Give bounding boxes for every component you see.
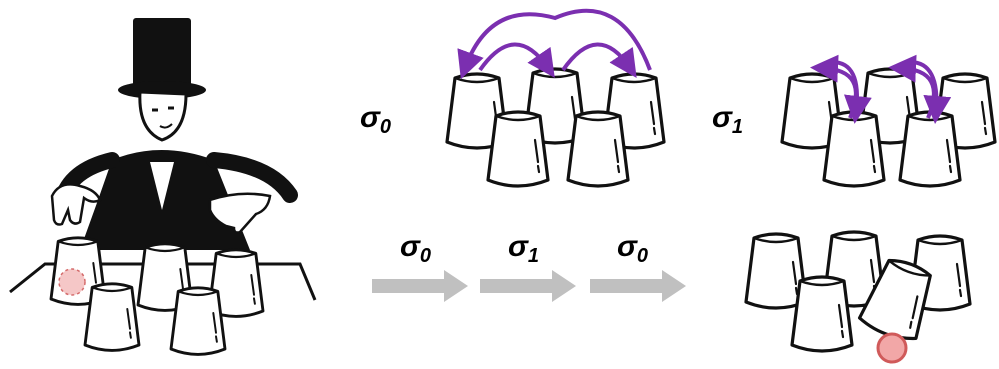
sigma0-label-top: σ0 bbox=[360, 101, 391, 138]
sequence-step-2-label: σ1 bbox=[508, 230, 539, 267]
sequence-arrow-3 bbox=[590, 270, 686, 302]
sequence-step-3-label: σ0 bbox=[617, 230, 648, 267]
sequence-step-1-label: σ0 bbox=[400, 230, 431, 267]
magician-illustration bbox=[9, 18, 317, 356]
revealed-ball-icon bbox=[876, 332, 908, 364]
sequence-row: σ0 σ1 σ0 bbox=[372, 230, 686, 302]
magician-cup-4 bbox=[83, 282, 141, 352]
sigma1-swap-arrows bbox=[810, 54, 952, 124]
sigma0-swap-arrows bbox=[457, 8, 652, 80]
sigma1-cup-group bbox=[780, 67, 997, 188]
sequence-arrow-1 bbox=[372, 270, 468, 302]
sigma1-label-top: σ1 bbox=[712, 101, 743, 138]
sigma0-cup-group bbox=[445, 67, 666, 188]
hidden-ball-icon bbox=[58, 268, 86, 296]
magician-cup-5 bbox=[169, 286, 227, 356]
sequence-arrow-2 bbox=[480, 270, 576, 302]
result-cup-group bbox=[744, 230, 972, 364]
top-hat-icon bbox=[118, 18, 206, 99]
